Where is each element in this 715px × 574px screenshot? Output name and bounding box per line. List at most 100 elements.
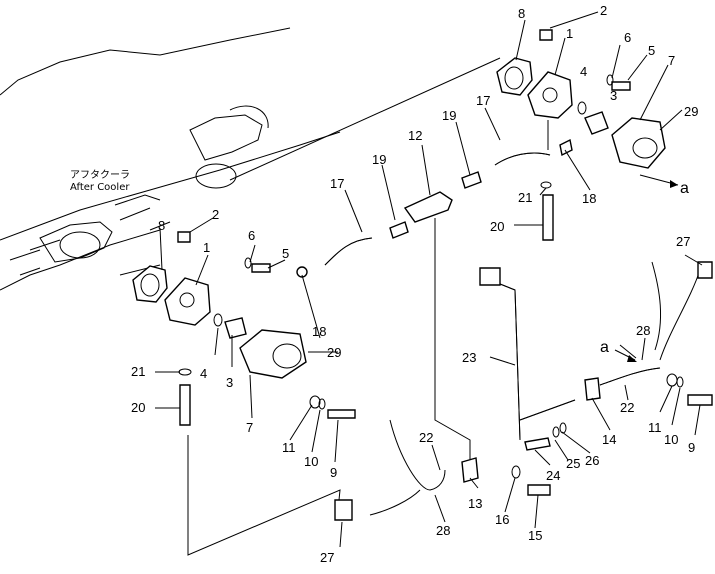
part-number-22: 22: [620, 400, 634, 415]
housing: [164, 277, 211, 326]
part-number-7: 7: [246, 420, 253, 435]
bracket: [403, 191, 453, 223]
pipe: [599, 367, 661, 386]
part-number-9: 9: [688, 440, 695, 455]
washer: [676, 376, 684, 388]
washer: [318, 398, 326, 410]
o-ring: [540, 181, 552, 189]
washer: [666, 373, 678, 387]
leader-line: [434, 218, 471, 460]
part-number-20: 20: [490, 219, 504, 234]
part-number-10: 10: [304, 454, 318, 469]
part-number-2: 2: [600, 3, 607, 18]
part-number-23: 23: [462, 350, 476, 365]
ref-letter-a: a: [600, 339, 609, 356]
drain-valve: [542, 194, 554, 241]
leader-line: [229, 57, 501, 181]
sensor-cable: [651, 261, 662, 351]
part-number-11: 11: [282, 440, 296, 455]
part-number-10: 10: [664, 432, 678, 447]
part-number-20: 20: [131, 400, 145, 415]
bolt: [327, 409, 356, 419]
flange: [611, 117, 666, 169]
caption-japanese: アフタクーラ: [70, 169, 130, 181]
after-cooler-body: [0, 27, 341, 291]
part-number-21: 21: [131, 364, 145, 379]
part-number-19: 19: [442, 108, 456, 123]
elbow: [584, 111, 609, 135]
part-number-2: 2: [212, 207, 219, 222]
part-number-18: 18: [582, 191, 596, 206]
bolt: [611, 81, 631, 91]
fitting: [389, 221, 409, 239]
gasket: [132, 265, 168, 303]
part-number-25: 25: [566, 456, 580, 471]
caption-english: After Cooler: [70, 182, 130, 193]
washer: [511, 465, 521, 479]
drain-valve: [179, 384, 191, 426]
housing: [527, 71, 573, 119]
part-number-17: 17: [476, 93, 490, 108]
label-leaders: [155, 11, 703, 548]
part-number-6: 6: [248, 228, 255, 243]
sensor-cable: [389, 419, 446, 491]
part-number-17: 17: [330, 176, 344, 191]
clamp: [296, 266, 308, 278]
part-number-8: 8: [158, 218, 165, 233]
part-number-1: 1: [566, 26, 573, 41]
hose-end: [479, 267, 501, 286]
fitting: [461, 171, 482, 189]
part-number-3: 3: [610, 88, 617, 103]
elbow: [224, 317, 247, 339]
part-number-24: 24: [546, 468, 560, 483]
part-number-9: 9: [330, 465, 337, 480]
part-number-15: 15: [528, 528, 542, 543]
part-number-26: 26: [585, 453, 599, 468]
part-number-14: 14: [602, 432, 616, 447]
part-number-29: 29: [327, 345, 341, 360]
part-number-3: 3: [226, 375, 233, 390]
o-ring: [577, 101, 587, 115]
bolt: [527, 484, 551, 496]
part-number-11: 11: [648, 420, 662, 435]
tube: [494, 152, 551, 166]
part-number-7: 7: [668, 53, 675, 68]
part-number-6: 6: [624, 30, 631, 45]
part-number-13: 13: [468, 496, 482, 511]
plug: [177, 231, 191, 243]
part-number-29: 29: [684, 104, 698, 119]
part-number-27: 27: [676, 234, 690, 249]
part-number-27: 27: [320, 550, 334, 565]
part-number-22: 22: [419, 430, 433, 445]
leader-line: [187, 435, 341, 556]
o-ring: [213, 313, 223, 327]
gasket: [496, 57, 533, 96]
part-number-4: 4: [200, 366, 207, 381]
clip: [584, 377, 601, 401]
part-number-5: 5: [648, 43, 655, 58]
washer: [244, 257, 252, 269]
part-number-28: 28: [636, 323, 650, 338]
washer: [309, 395, 321, 409]
ref-letter-a: a: [680, 180, 689, 197]
part-number-18: 18: [312, 324, 326, 339]
washer: [552, 426, 560, 438]
part-number-12: 12: [408, 128, 422, 143]
part-number-28: 28: [436, 523, 450, 538]
o-ring: [178, 368, 192, 376]
sensor-cable: [659, 269, 701, 361]
part-number-5: 5: [282, 246, 289, 261]
bolt: [251, 263, 271, 273]
part-number-16: 16: [495, 512, 509, 527]
clip: [461, 457, 479, 483]
sensor-cable: [369, 489, 421, 516]
part-number-8: 8: [518, 6, 525, 21]
bolt: [524, 437, 551, 451]
part-number-1: 1: [203, 240, 210, 255]
washer: [559, 422, 567, 434]
part-number-4: 4: [580, 64, 587, 79]
tube: [324, 237, 373, 266]
bolt: [687, 394, 713, 406]
